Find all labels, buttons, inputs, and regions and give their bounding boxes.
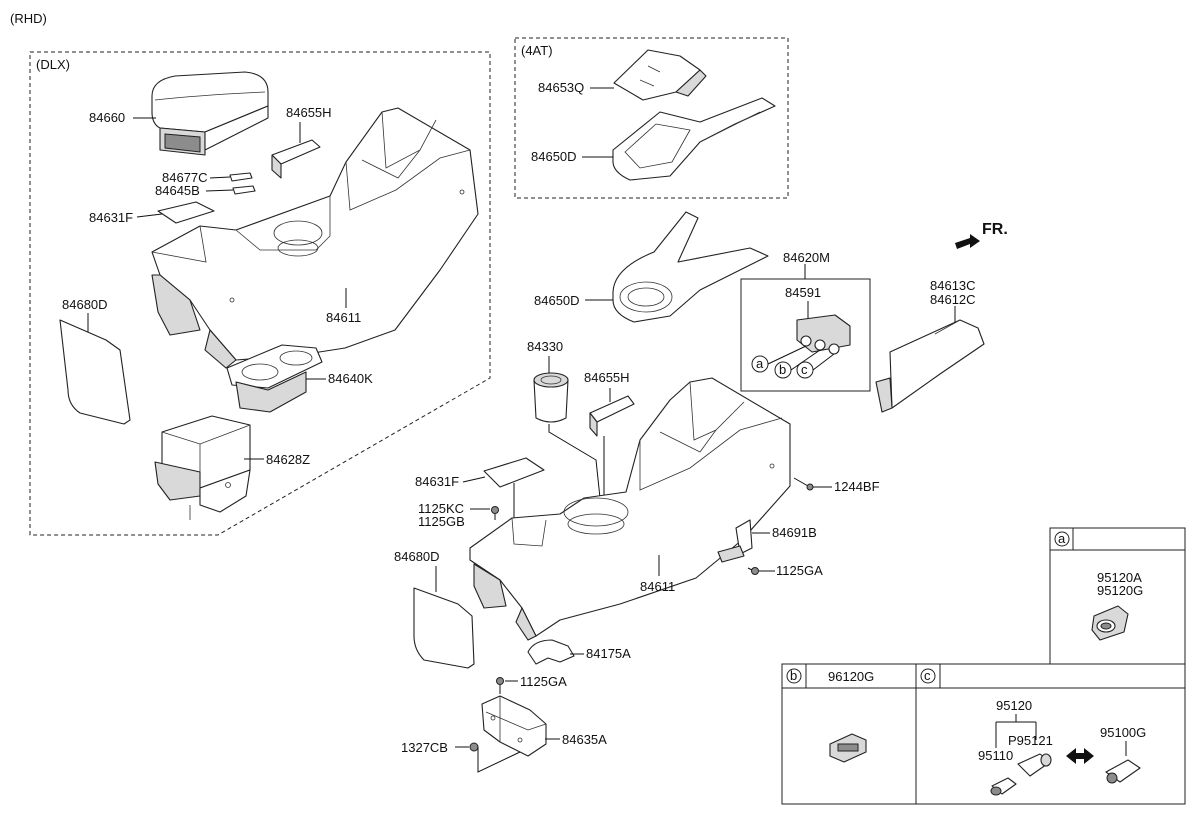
cover-part-dlx (271, 139, 321, 179)
label-84650D-std: 84650D (534, 293, 580, 308)
mat-part-std (483, 457, 545, 488)
label-84645B: 84645B (155, 183, 200, 198)
dlx-group-label: (DLX) (36, 57, 70, 72)
label-84175A: 84175A (586, 646, 631, 661)
storage-box-part (154, 415, 251, 520)
label-84653Q: 84653Q (538, 80, 584, 95)
at-group-box (514, 37, 789, 199)
label-84330: 84330 (527, 339, 563, 354)
label-1125KC: 1125KC (418, 501, 464, 516)
screw-part-1125GA-bottom (496, 677, 504, 694)
label-84591: 84591 (785, 285, 821, 300)
bezel-part-4at (612, 97, 776, 181)
label-84655H-dlx: 84655H (286, 105, 332, 120)
screw-part-1125GA-right (747, 567, 759, 575)
detail-panel-bc: b 96120G c 95120 P95121 95110 95100G (781, 663, 1186, 805)
label-84628Z: 84628Z (266, 452, 310, 467)
label-84680D-dlx: 84680D (62, 297, 108, 312)
label-84611-std: 84611 (640, 579, 675, 594)
mat-part-dlx (157, 201, 215, 224)
label-84660: 84660 (89, 110, 125, 125)
clip-parts (229, 172, 256, 195)
front-direction-label: FR. (982, 221, 1008, 238)
detail-c-95110: 95110 (978, 748, 1013, 763)
front-arrow-icon (955, 234, 980, 249)
detail-b-part: 96120G (828, 669, 874, 684)
label-1125GA-bottom: 1125GA (520, 674, 567, 689)
lighter-plug-part (990, 777, 1017, 796)
shift-indicator-part (613, 49, 707, 101)
label-1125GA-right: 1125GA (776, 563, 823, 578)
console-part-dlx (151, 107, 479, 369)
marker-a: a (756, 356, 764, 371)
label-84613C: 84613C (930, 278, 976, 293)
label-84631F-std: 84631F (415, 474, 459, 489)
nut-part-1327CB (469, 742, 479, 752)
power-outlet-part (1091, 605, 1129, 641)
label-84612C: 84612C (930, 292, 976, 307)
side-cover-part-dlx (59, 319, 131, 425)
cover-part-std (589, 395, 635, 437)
side-trim-part (875, 319, 985, 413)
console-part-std (469, 377, 791, 641)
label-1244BF: 1244BF (834, 479, 880, 494)
label-84640K: 84640K (328, 371, 373, 386)
marker-c: c (801, 362, 808, 377)
at-group-label: (4AT) (521, 43, 553, 58)
detail-a-part-1: 95120A (1097, 570, 1142, 585)
dlx-group-box (29, 51, 491, 536)
detail-a-marker: a (1058, 531, 1066, 546)
bracket-part-84691B (717, 519, 753, 563)
label-84620M: 84620M (783, 250, 830, 265)
pad-part (527, 639, 575, 665)
detail-a-part-2: 95120G (1097, 583, 1143, 598)
lighter-socket-part (1017, 753, 1052, 777)
label-84655H-std: 84655H (584, 370, 630, 385)
detail-c-95100G: 95100G (1100, 725, 1146, 740)
socket-alt-part (1105, 759, 1141, 784)
interchange-arrow-icon (1066, 748, 1094, 764)
cup-holder-part (226, 344, 323, 413)
label-84635A: 84635A (562, 732, 607, 747)
cup-part (533, 372, 569, 423)
label-84611-dlx: 84611 (326, 310, 361, 325)
armrest-part (151, 71, 269, 156)
detail-b-marker: b (790, 668, 797, 683)
detail-c-95120: 95120 (996, 698, 1032, 713)
detail-c-marker: c (924, 668, 931, 683)
screw-part-kc (491, 506, 499, 520)
usb-port-part (829, 733, 867, 763)
label-84631F-dlx: 84631F (89, 210, 133, 225)
side-cover-part-std (413, 587, 475, 669)
screw-part-1244BF (793, 477, 814, 491)
variant-label: (RHD) (10, 11, 47, 26)
detail-panel-a: a 95120A 95120G (1049, 527, 1186, 665)
label-84691B: 84691B (772, 525, 817, 540)
label-84677C: 84677C (162, 170, 208, 185)
label-1327CB: 1327CB (401, 740, 448, 755)
marker-b: b (779, 362, 786, 377)
bracket-part-84635A (481, 695, 547, 757)
switch-panel-part (796, 314, 851, 355)
detail-c-95121: P95121 (1008, 733, 1053, 748)
label-84680D-std: 84680D (394, 549, 440, 564)
label-1125GB: 1125GB (418, 514, 465, 529)
label-84650D-4at: 84650D (531, 149, 577, 164)
bezel-part-std (612, 211, 769, 323)
